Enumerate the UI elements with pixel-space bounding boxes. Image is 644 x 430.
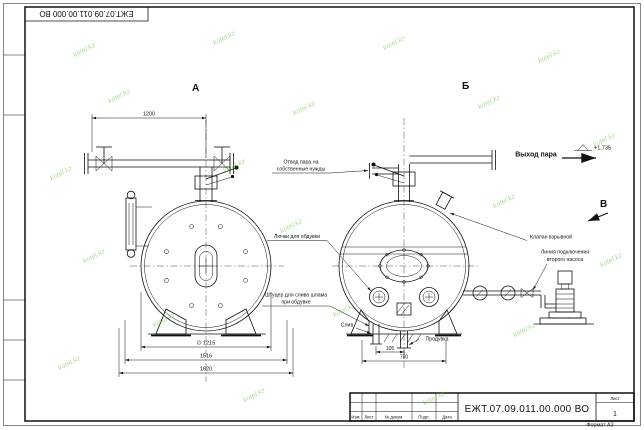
- watermarks: kotel.kz kotel.kz kotel.kz kotel.kz kote…: [49, 30, 624, 407]
- watermark: kotel.kz: [292, 100, 317, 117]
- view-a: 1200: [84, 83, 294, 382]
- watermark: kotel.kz: [57, 355, 82, 372]
- annotations: Отвод пара на собственные нужды Лючки дл…: [262, 144, 611, 346]
- watermark: kotel.kz: [242, 387, 267, 404]
- ann-elevation: +1,735: [594, 146, 611, 152]
- view-b-top-piping: [369, 150, 496, 202]
- top-left-designation-box: ЕЖТ.07.09.011.00.000 ВО: [25, 7, 149, 22]
- dim-a-width-base: 1620: [200, 367, 212, 373]
- vessel-shell-b: [338, 200, 470, 332]
- blowdown-nozzle: [397, 331, 411, 349]
- view-b-label: Б: [462, 81, 469, 92]
- internals-b: [340, 246, 468, 316]
- dim-b-base-width: 780: [400, 355, 409, 361]
- ann-steam-own-needs-2: собственные нужды: [277, 167, 326, 173]
- ann-second-pump-2: второго насоса: [547, 257, 584, 263]
- dim-a-diameter: ∅ 1215: [197, 340, 216, 347]
- watermark: kotel.kz: [279, 218, 304, 235]
- tb-sheet-label: Лист: [610, 396, 619, 401]
- tb-col-list: Лист: [364, 414, 373, 419]
- watermark: kotel.kz: [599, 252, 624, 269]
- watermark: kotel.kz: [222, 158, 247, 175]
- drawing-frame: ЕЖТ.07.09.011.00.000 ВО: [3, 3, 641, 426]
- watermark: kotel.kz: [152, 312, 177, 329]
- watermark: kotel.kz: [477, 94, 502, 111]
- watermark: kotel.kz: [382, 35, 407, 52]
- tb-col-sign: Подп.: [418, 414, 429, 419]
- drain-nozzle: [370, 324, 382, 345]
- explosion-valve-nozzle: [435, 190, 455, 210]
- view-a-label: А: [192, 83, 199, 94]
- pump-unit: [534, 270, 594, 325]
- view-b: 105 780 Б: [332, 81, 496, 368]
- format-label: Формат А3: [586, 423, 613, 429]
- tb-sheet-number: 1: [613, 411, 617, 418]
- supports-a: [148, 308, 266, 337]
- watermark: kotel.kz: [107, 88, 132, 105]
- dim-b-drain-offset: 105: [386, 346, 395, 352]
- top-designation-text: ЕЖТ.07.09.011.00.000 ВО: [39, 9, 133, 18]
- manhole-cover-a: [164, 224, 248, 308]
- tb-col-doc: № докум.: [385, 414, 404, 419]
- tb-designation: ЕЖТ.07.09.011.00.000 ВО: [465, 404, 590, 415]
- watermark: kotel.kz: [72, 42, 97, 59]
- ann-blowdown: Продувка: [425, 337, 448, 343]
- watermark: kotel.kz: [512, 322, 537, 339]
- ann-blow-hatches: Лючки для обдувки: [274, 234, 320, 240]
- ann-steam-outlet: Выход пара: [515, 152, 557, 159]
- tb-col-date: Дата: [442, 414, 452, 419]
- ann-drain: Слив: [341, 323, 354, 329]
- view-v-label: В: [600, 199, 607, 210]
- vessel-shell-a: [140, 200, 272, 332]
- supports-b: [346, 309, 462, 343]
- dim-a-top-length: 1200: [143, 112, 155, 118]
- ann-second-pump-1: Линия подключения: [541, 250, 589, 256]
- title-block: Изм. Лист № докум. Подп. Дата ЕЖТ.07.09.…: [349, 392, 635, 429]
- watermark: kotel.kz: [82, 248, 107, 265]
- watermark: kotel.kz: [492, 193, 517, 210]
- dim-a-width-mid: 1516: [200, 354, 212, 360]
- view-a-top-piping: [84, 146, 239, 202]
- left-margin-column: [3, 54, 25, 381]
- feed-line-pump: [463, 270, 594, 325]
- watermark: kotel.kz: [212, 30, 237, 47]
- watermark: kotel.kz: [49, 165, 74, 182]
- water-gauge-column: [125, 190, 152, 258]
- ann-steam-own-needs-1: Отвод пара на: [283, 160, 318, 166]
- tb-col-izm: Изм.: [351, 414, 360, 419]
- ann-sludge-fitting-1: Штуцер для слива шлама: [265, 293, 327, 299]
- watermark: kotel.kz: [332, 302, 357, 319]
- ann-explosion-valve: Клапан взрывной: [530, 234, 572, 241]
- ann-sludge-fitting-2: при обдувке: [281, 300, 310, 306]
- watermark: kotel.kz: [537, 48, 562, 65]
